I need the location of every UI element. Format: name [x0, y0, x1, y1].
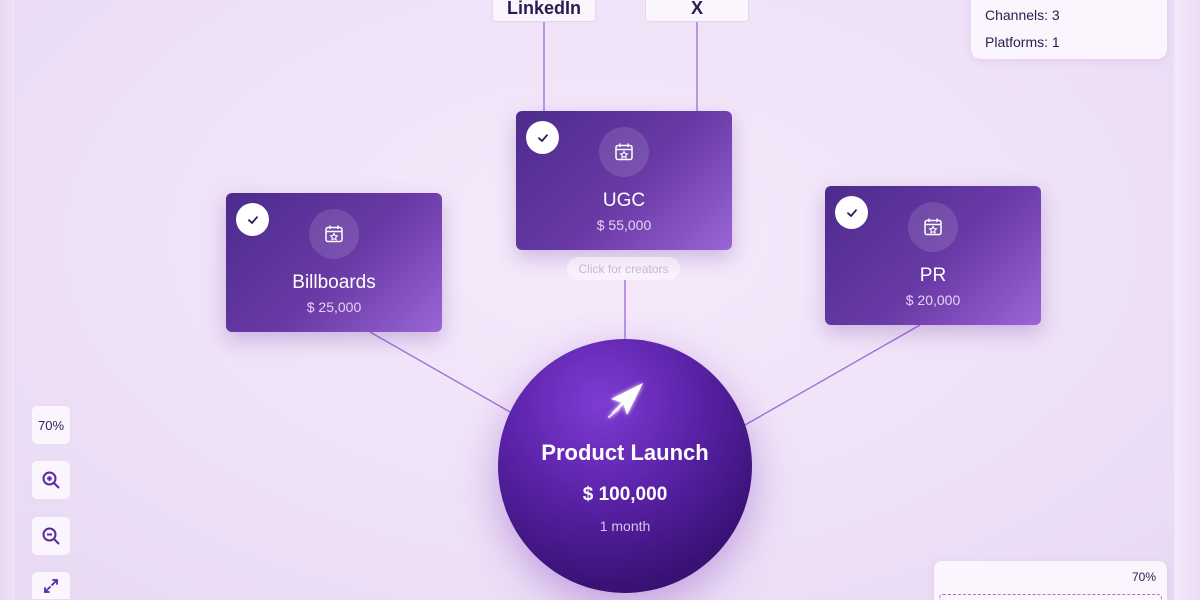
- fit-screen-button[interactable]: [31, 571, 71, 600]
- connector-billboards-hub: [369, 331, 511, 413]
- channel-amount: $ 55,000: [596, 217, 652, 233]
- minimap-viewport-frame[interactable]: [939, 594, 1162, 600]
- stats-panel: Channels: 3 Platforms: 1: [971, 0, 1167, 59]
- left-panel-edge: [0, 0, 16, 600]
- channel-title: UGC: [602, 190, 646, 211]
- hub-duration: 1 month: [599, 518, 651, 534]
- channels-count: Channels: 3: [985, 7, 1060, 23]
- zoom-in-button[interactable]: [31, 460, 71, 500]
- calendar-star-icon: [908, 202, 958, 252]
- calendar-star-icon: [599, 127, 649, 177]
- channel-card-pr[interactable]: PR $ 20,000: [825, 186, 1041, 325]
- channel-card-ugc[interactable]: UGC $ 55,000: [516, 111, 732, 250]
- platform-label: X: [690, 0, 703, 18]
- platform-node-linkedin[interactable]: LinkedIn: [492, 0, 596, 22]
- click-for-creators-button[interactable]: Click for creators: [567, 257, 680, 280]
- channel-title: PR: [919, 265, 947, 286]
- channel-card-billboards[interactable]: Billboards $ 25,000: [226, 193, 442, 332]
- zoom-in-icon: [42, 471, 60, 489]
- right-panel-edge: [1174, 0, 1200, 600]
- check-icon[interactable]: [835, 196, 868, 229]
- check-icon[interactable]: [526, 121, 559, 154]
- platform-node-x[interactable]: X: [645, 0, 749, 22]
- minimap-zoom-level: 70%: [1131, 570, 1156, 584]
- zoom-out-button[interactable]: [31, 516, 71, 556]
- channel-amount: $ 20,000: [905, 292, 961, 308]
- calendar-star-icon: [309, 209, 359, 259]
- rocket-icon: [608, 383, 643, 418]
- check-icon[interactable]: [236, 203, 269, 236]
- platforms-count: Platforms: 1: [985, 34, 1060, 50]
- hub-title: Product Launch: [541, 440, 709, 465]
- channel-title: Billboards: [292, 272, 376, 293]
- platform-label: LinkedIn: [506, 0, 581, 18]
- hub-budget: $ 100,000: [582, 484, 668, 505]
- channel-amount: $ 25,000: [306, 299, 362, 315]
- zoom-out-icon: [42, 527, 60, 545]
- zoom-level-indicator[interactable]: 70%: [31, 405, 71, 445]
- connector-pr-hub: [744, 324, 921, 426]
- minimap-panel[interactable]: 70%: [934, 561, 1167, 600]
- fit-screen-icon: [44, 578, 58, 593]
- hub-node-product-launch[interactable]: Product Launch $ 100,000 1 month: [498, 339, 752, 593]
